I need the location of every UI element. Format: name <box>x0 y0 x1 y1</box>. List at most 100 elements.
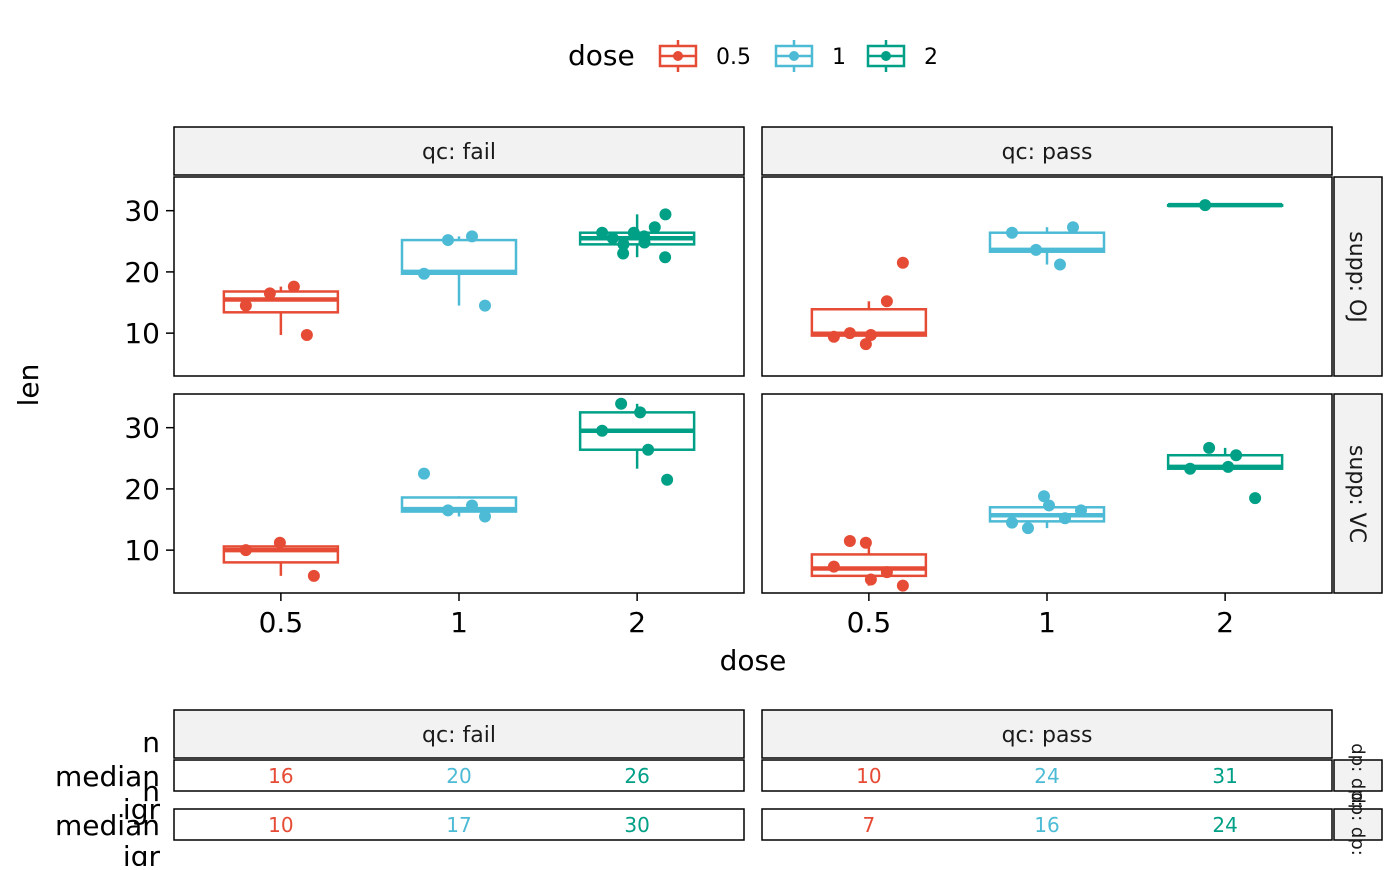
table-cell-value: 10 <box>268 813 293 837</box>
facet-strip-box <box>173 126 745 176</box>
data-point <box>642 443 655 456</box>
boxplot-dose-1 <box>988 221 1106 271</box>
data-point <box>1184 462 1197 475</box>
boxplot-dose-2 <box>578 397 696 486</box>
facet-strip-qc-pass: qc: pass <box>761 126 1333 176</box>
y-tick-label: 20 <box>124 473 160 506</box>
data-point <box>1067 221 1079 234</box>
table-cell-value: 7 <box>863 813 876 837</box>
data-point <box>615 397 628 410</box>
data-point <box>827 560 840 573</box>
box <box>400 496 518 513</box>
data-point <box>843 327 856 340</box>
data-point <box>1006 516 1018 529</box>
boxplot-dose-0.5 <box>810 256 928 351</box>
data-point <box>1006 226 1018 239</box>
x-tick-label: 0.5 <box>847 606 892 639</box>
table-row-box <box>173 759 745 792</box>
y-tick-label: 10 <box>124 534 160 567</box>
data-point <box>1030 243 1042 256</box>
data-point <box>843 534 856 547</box>
table-cell-value: 30 <box>624 813 649 837</box>
data-point <box>880 295 893 308</box>
facet-strip-label: qc: pass <box>1002 140 1093 165</box>
table-row-label: median <box>55 809 160 842</box>
data-point <box>1230 449 1243 462</box>
legend-keys: 0.5 1 2 <box>658 40 938 72</box>
table-row-strip-box <box>1333 808 1383 841</box>
data-point <box>1222 460 1235 473</box>
table-row-label: n <box>142 726 160 759</box>
table-cell-value: 24 <box>1212 813 1237 837</box>
table-cell-value: 20 <box>446 764 471 788</box>
table-cell-value: 17 <box>446 813 471 837</box>
boxplot-dose-1 <box>400 467 518 523</box>
facet-strip-label: supp: OJ <box>1344 231 1369 323</box>
data-point <box>418 467 430 480</box>
data-point <box>1203 441 1216 454</box>
data-point <box>300 328 313 341</box>
legend-item-label: 1 <box>832 45 846 70</box>
table-cell-value: 16 <box>268 764 293 788</box>
data-point <box>638 230 651 243</box>
data-point <box>896 256 909 269</box>
data-point <box>479 299 491 312</box>
table-strip-box <box>761 709 1333 759</box>
panel-2 <box>173 393 745 594</box>
data-point <box>287 280 300 293</box>
table-cell-value: 31 <box>1212 764 1237 788</box>
data-point <box>864 328 877 341</box>
data-point <box>596 424 609 437</box>
legend-item-2: 2 <box>866 40 938 72</box>
data-point <box>1043 499 1055 512</box>
data-point <box>1199 199 1212 212</box>
y-tick-label: 30 <box>124 412 160 445</box>
legend: dose 0.5 1 2 <box>568 39 938 72</box>
data-point <box>659 251 672 264</box>
y-axis-title: len <box>12 364 45 407</box>
data-point <box>617 238 630 251</box>
facet-strip-box <box>761 126 1333 176</box>
panel-border <box>761 176 1333 377</box>
facet-strip-box <box>1333 176 1383 377</box>
box <box>222 290 340 314</box>
facet-strip-label: supp: VC <box>1344 445 1369 543</box>
data-point <box>648 221 661 234</box>
data-point <box>896 579 909 592</box>
boxplot-dose-2 <box>1166 199 1284 212</box>
x-tick-label: 0.5 <box>259 606 304 639</box>
x-tick-label: 2 <box>1216 606 1234 639</box>
facet-strip-supp-oj: supp: OJ <box>1333 176 1383 377</box>
facet-strip-box <box>1333 393 1383 594</box>
data-point <box>661 473 674 486</box>
y-tick-label: 10 <box>124 317 160 350</box>
data-point <box>1054 258 1066 271</box>
table-strip-label: qc: pass <box>1002 723 1093 748</box>
legend-item-label: 2 <box>924 45 938 70</box>
data-point <box>442 504 454 517</box>
boxplot-dose-1 <box>988 490 1106 535</box>
data-point <box>827 330 840 343</box>
data-point <box>466 230 478 243</box>
table-row-box <box>761 808 1333 841</box>
data-point <box>466 499 478 512</box>
table-row-strip-label: dp: dp: <box>1347 743 1368 807</box>
boxplot-dose-0.5 <box>810 534 928 592</box>
legend-item-label: 0.5 <box>716 45 751 70</box>
boxplot-dose-0.5 <box>222 536 340 582</box>
table-cell-value: 10 <box>856 764 881 788</box>
x-tick-label: 1 <box>450 606 468 639</box>
table-row-strip-box <box>1333 759 1383 792</box>
table-cell-value: 24 <box>1034 764 1059 788</box>
table-cell-value: 16 <box>1034 813 1059 837</box>
panel-border <box>173 393 745 594</box>
y-tick-label: 20 <box>124 256 160 289</box>
data-point <box>239 299 252 312</box>
legend-title: dose <box>568 39 635 72</box>
table-row-strip-label: dp: dp: <box>1347 792 1368 856</box>
data-point <box>1022 522 1034 535</box>
table-row-label: n <box>142 775 160 808</box>
